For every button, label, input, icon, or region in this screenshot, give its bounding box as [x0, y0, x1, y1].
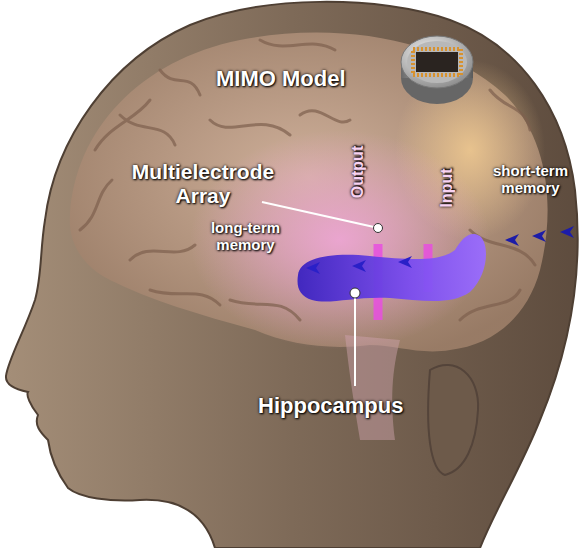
node-label: Hippocampus [258, 393, 403, 418]
callout-label: Multielectrode Array [118, 160, 288, 208]
hippocampus-node: Hippocampus [250, 245, 485, 427]
brain-gyri [80, 40, 535, 320]
memory-flow-arrows [306, 226, 574, 274]
brainstem [345, 335, 400, 440]
leader-line [354, 297, 356, 386]
bar-label: Output [349, 146, 367, 198]
electrode-bar [374, 108, 383, 245]
mimo-model-node: MIMO Model [210, 38, 475, 108]
hippocampus-shape [298, 234, 486, 302]
electrode-bar [424, 108, 433, 245]
ear [428, 365, 478, 475]
mimo-chip [401, 36, 473, 104]
node-label: MIMO Model [216, 66, 346, 91]
brain [70, 33, 548, 352]
head-silhouette [6, 2, 578, 548]
bar-label: Input [438, 168, 456, 207]
region-label: long-term memory [198, 219, 293, 254]
region-label: short-term memory [483, 162, 578, 197]
leader-dot [350, 288, 360, 298]
